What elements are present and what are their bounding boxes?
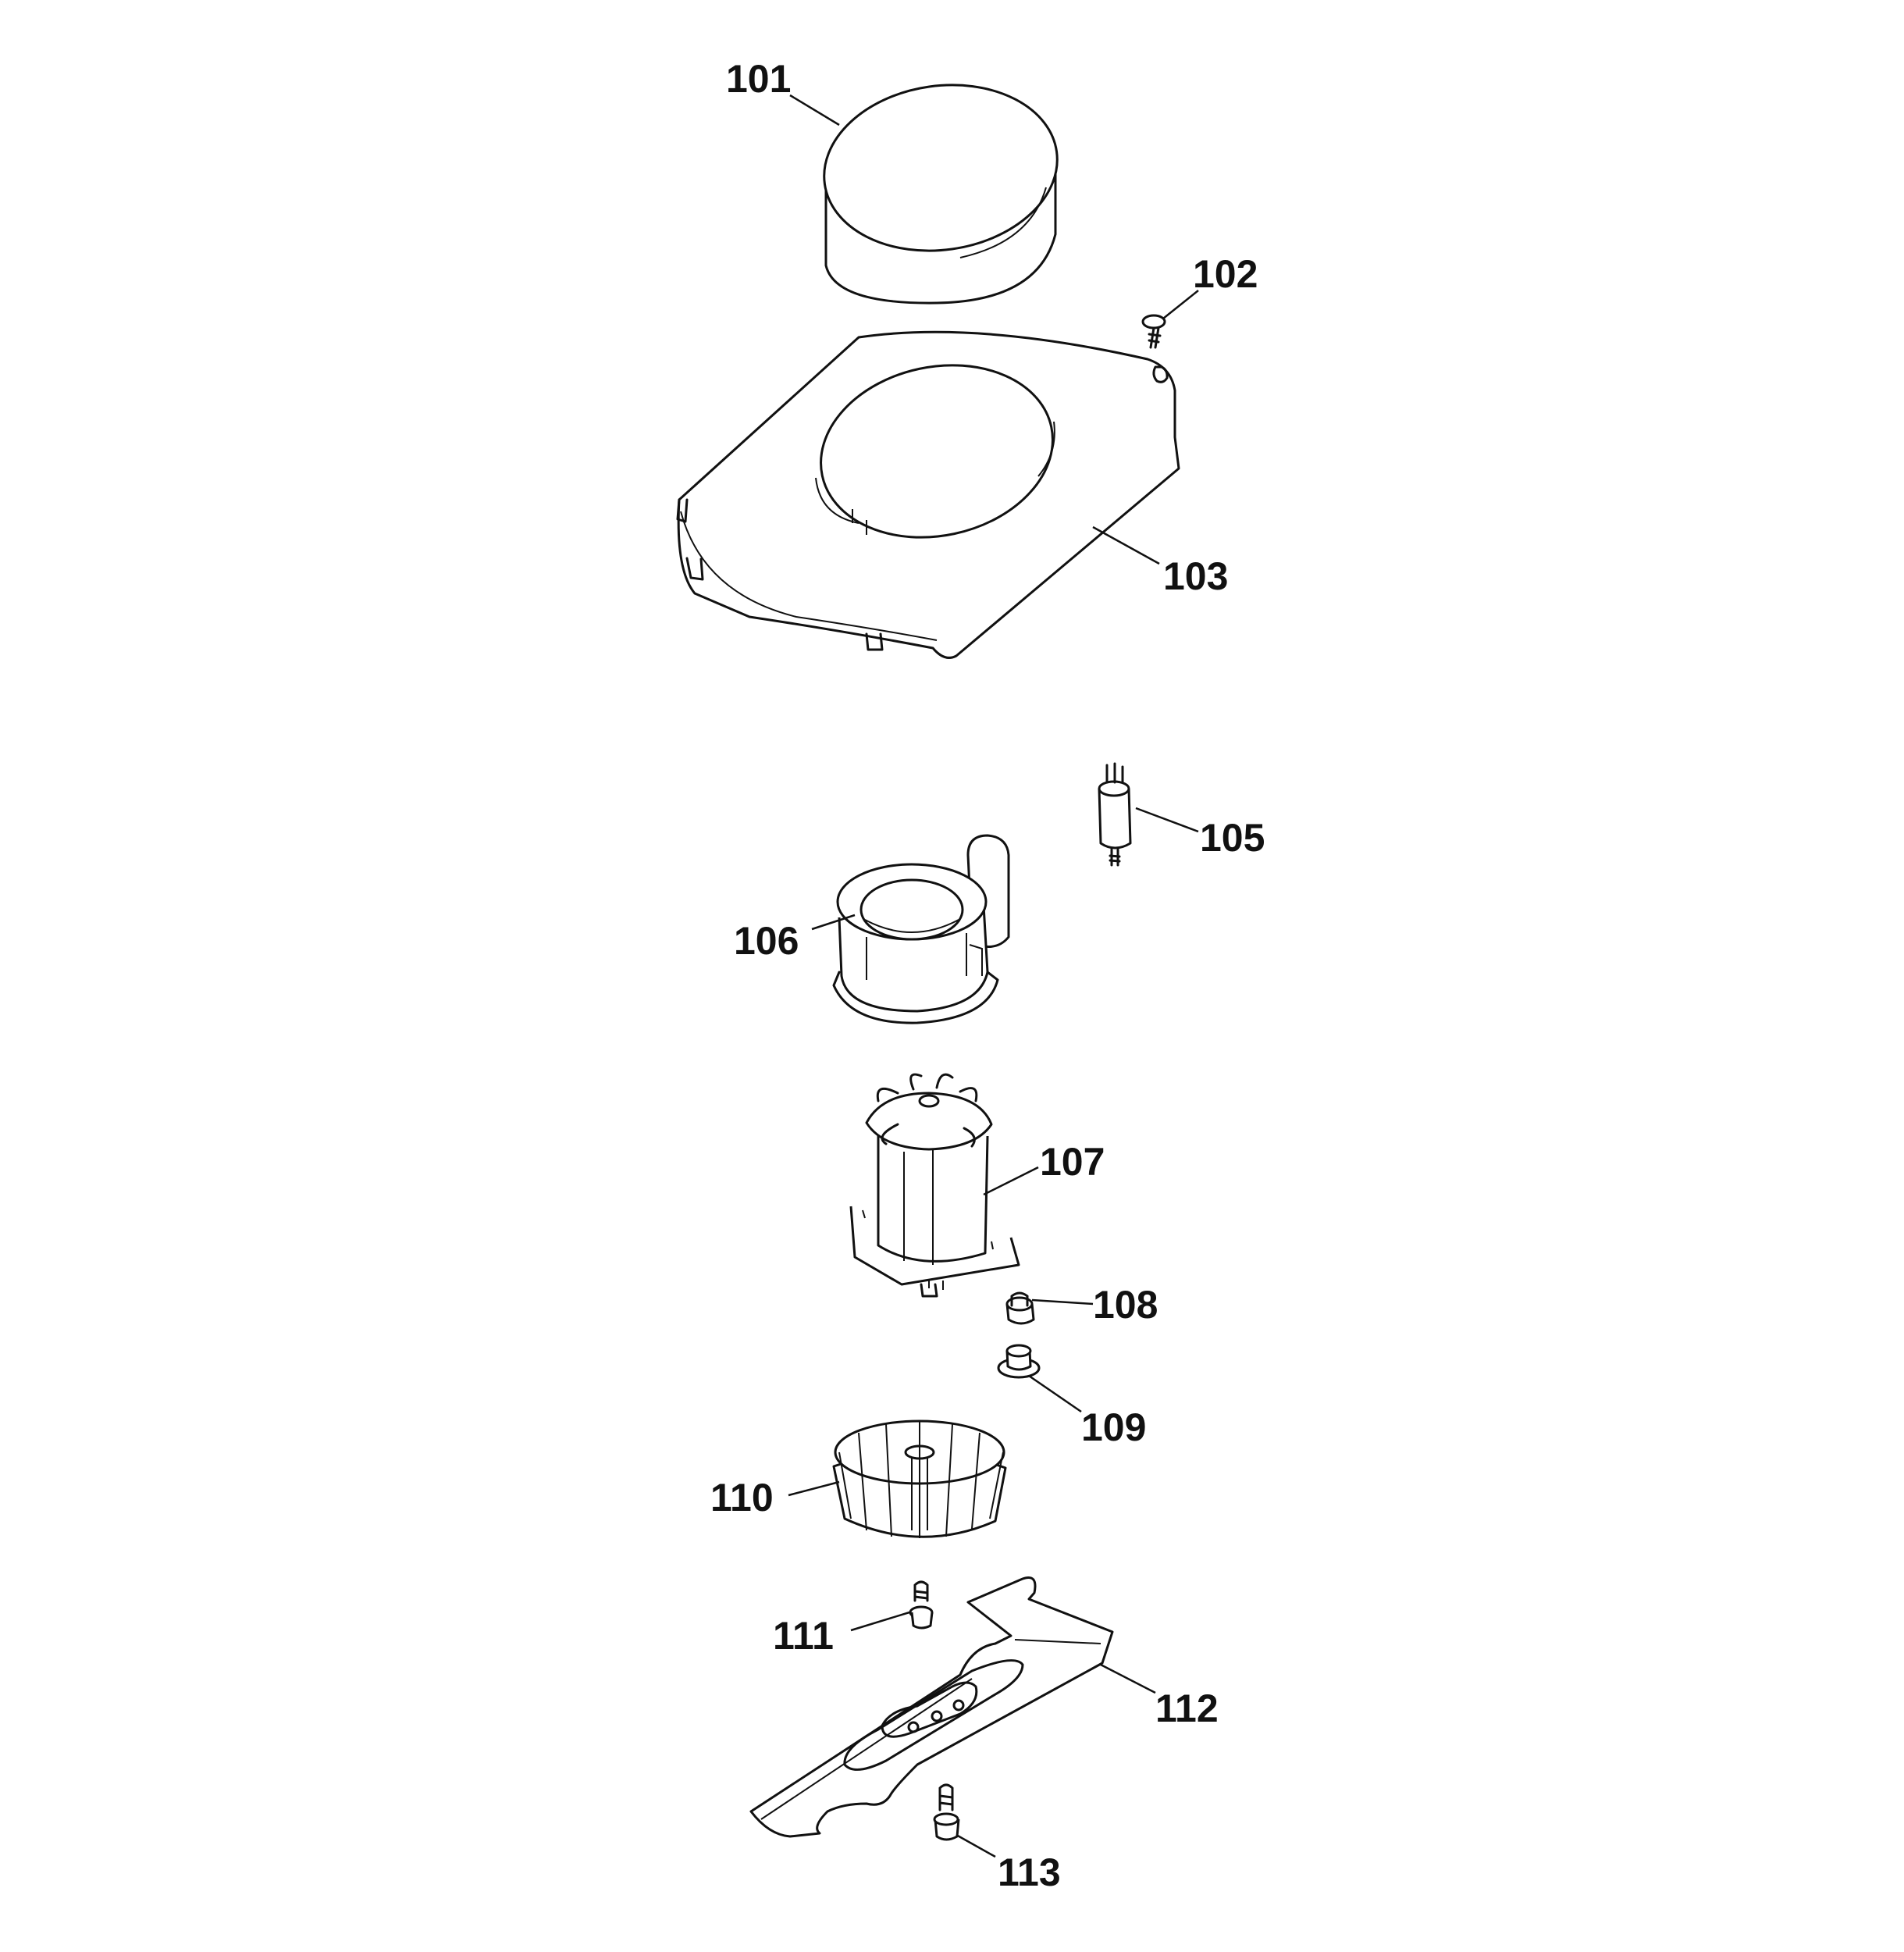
callout-102: 102 [1193, 252, 1258, 296]
callout-111: 111 [773, 1614, 834, 1658]
callout-108: 108 [1093, 1283, 1158, 1327]
part-109-spacer [997, 1344, 1041, 1379]
callout-105: 105 [1200, 816, 1265, 860]
part-108-bolt [1005, 1291, 1035, 1325]
callout-107: 107 [1040, 1140, 1105, 1184]
leader-101 [789, 94, 840, 126]
leader-111 [850, 1611, 910, 1632]
part-113-bolt [933, 1783, 960, 1841]
part-111-bolt [909, 1580, 934, 1630]
leader-103 [1092, 525, 1160, 565]
leader-102 [1162, 290, 1199, 319]
callout-109: 109 [1081, 1405, 1146, 1449]
leader-108 [1031, 1298, 1094, 1305]
callout-113: 113 [998, 1850, 1061, 1894]
leader-105 [1135, 807, 1199, 833]
part-110-fan [832, 1419, 1007, 1538]
part-106-motor-housing [832, 834, 1010, 1024]
leader-106 [811, 914, 856, 931]
leader-112 [1100, 1663, 1156, 1694]
callout-106: 106 [734, 919, 799, 963]
part-112-blade [749, 1576, 1114, 1838]
callout-112: 112 [1155, 1687, 1219, 1730]
part-102-screw [1141, 314, 1166, 349]
part-101-filter-cap [823, 84, 1059, 305]
leader-107 [983, 1166, 1039, 1196]
leader-113 [956, 1833, 996, 1858]
callout-103: 103 [1163, 554, 1228, 598]
leader-109 [1028, 1374, 1082, 1413]
part-107-motor [849, 1073, 1020, 1298]
callout-110: 110 [710, 1476, 774, 1519]
callout-101: 101 [726, 57, 791, 101]
part-105-capacitor [1098, 762, 1132, 867]
part-103-motor-cover [676, 330, 1180, 659]
leader-110 [788, 1480, 840, 1497]
